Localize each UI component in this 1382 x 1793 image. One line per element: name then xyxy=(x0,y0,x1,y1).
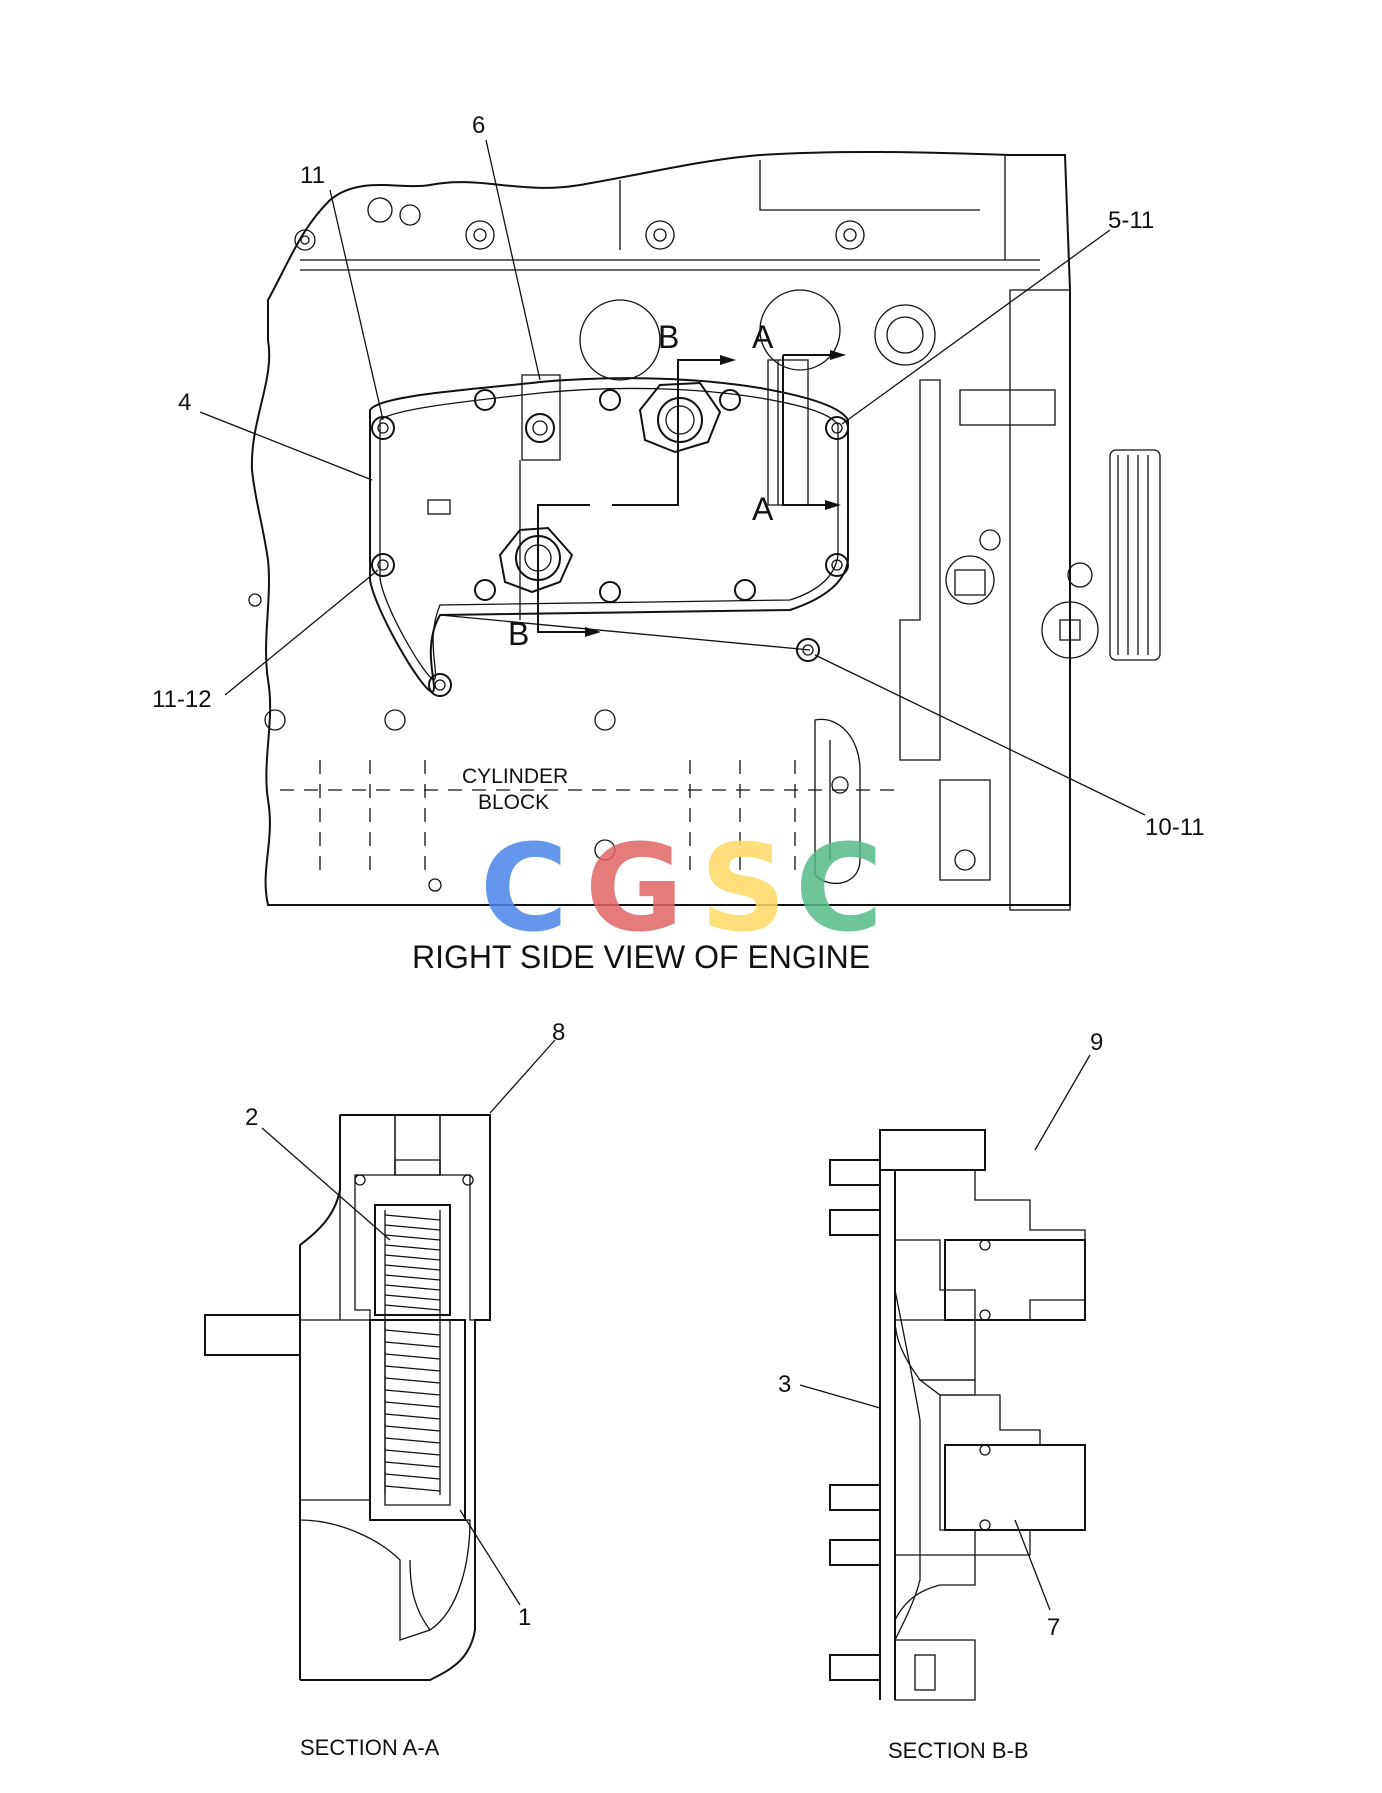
right-side-components xyxy=(874,289,1161,911)
spring-2 xyxy=(384,1210,441,1495)
cooler-cover-plate xyxy=(369,359,849,697)
leader-8 xyxy=(489,1039,556,1114)
cylinder-block-label-line2: BLOCK xyxy=(478,791,549,814)
view-caption: RIGHT SIDE VIEW OF ENGINE xyxy=(412,939,870,975)
section-mark-a-top: A xyxy=(752,319,774,355)
section-b-b-title: SECTION B-B xyxy=(888,1738,1029,1763)
engine-right-side-view xyxy=(248,150,1161,911)
section-a-a-drawing xyxy=(204,1114,491,1681)
callout-10-11: 10-11 xyxy=(1145,814,1205,841)
callout-9: 9 xyxy=(1090,1029,1103,1056)
callout-4: 4 xyxy=(178,389,191,416)
section-mark-b-top: B xyxy=(658,319,679,355)
watermark-letter-g: G xyxy=(585,820,684,959)
leader-1 xyxy=(459,1509,521,1606)
section-b-b-drawing xyxy=(829,1129,1086,1701)
top-bolts xyxy=(294,197,865,251)
cgsc-watermark: C G S C xyxy=(480,820,883,959)
callout-11-12: 11-12 xyxy=(152,686,212,713)
top-leaders xyxy=(199,139,1146,816)
leader-3 xyxy=(799,1384,881,1409)
cylinder-block-outline xyxy=(250,150,1071,906)
callout-11: 11 xyxy=(300,162,325,189)
section-a-a-title: SECTION A-A xyxy=(300,1735,440,1760)
callout-1: 1 xyxy=(518,1604,531,1631)
watermark-letter-c1: C xyxy=(480,820,568,959)
leader-9 xyxy=(1034,1054,1091,1151)
section-cut-lines xyxy=(537,350,846,637)
section-mark-a-bottom: A xyxy=(752,491,774,527)
callout-6: 6 xyxy=(472,112,485,139)
cylinder-block-label-line1: CYLINDER xyxy=(462,765,568,788)
section-mark-b-bottom: B xyxy=(508,616,529,652)
callout-2: 2 xyxy=(245,1104,258,1131)
lower-plug xyxy=(498,526,574,594)
callout-5-11: 5-11 xyxy=(1108,207,1154,234)
watermark-letter-c2: C xyxy=(795,820,883,959)
block-dashes xyxy=(280,760,900,870)
callout-3: 3 xyxy=(778,1371,791,1398)
callout-7: 7 xyxy=(1047,1614,1060,1641)
leader-2 xyxy=(261,1127,391,1241)
watermark-letter-s: S xyxy=(700,820,786,959)
lower-block-bolts xyxy=(248,593,849,892)
upper-plug xyxy=(638,381,722,454)
leader-7 xyxy=(1014,1519,1051,1611)
callout-8: 8 xyxy=(552,1019,565,1046)
